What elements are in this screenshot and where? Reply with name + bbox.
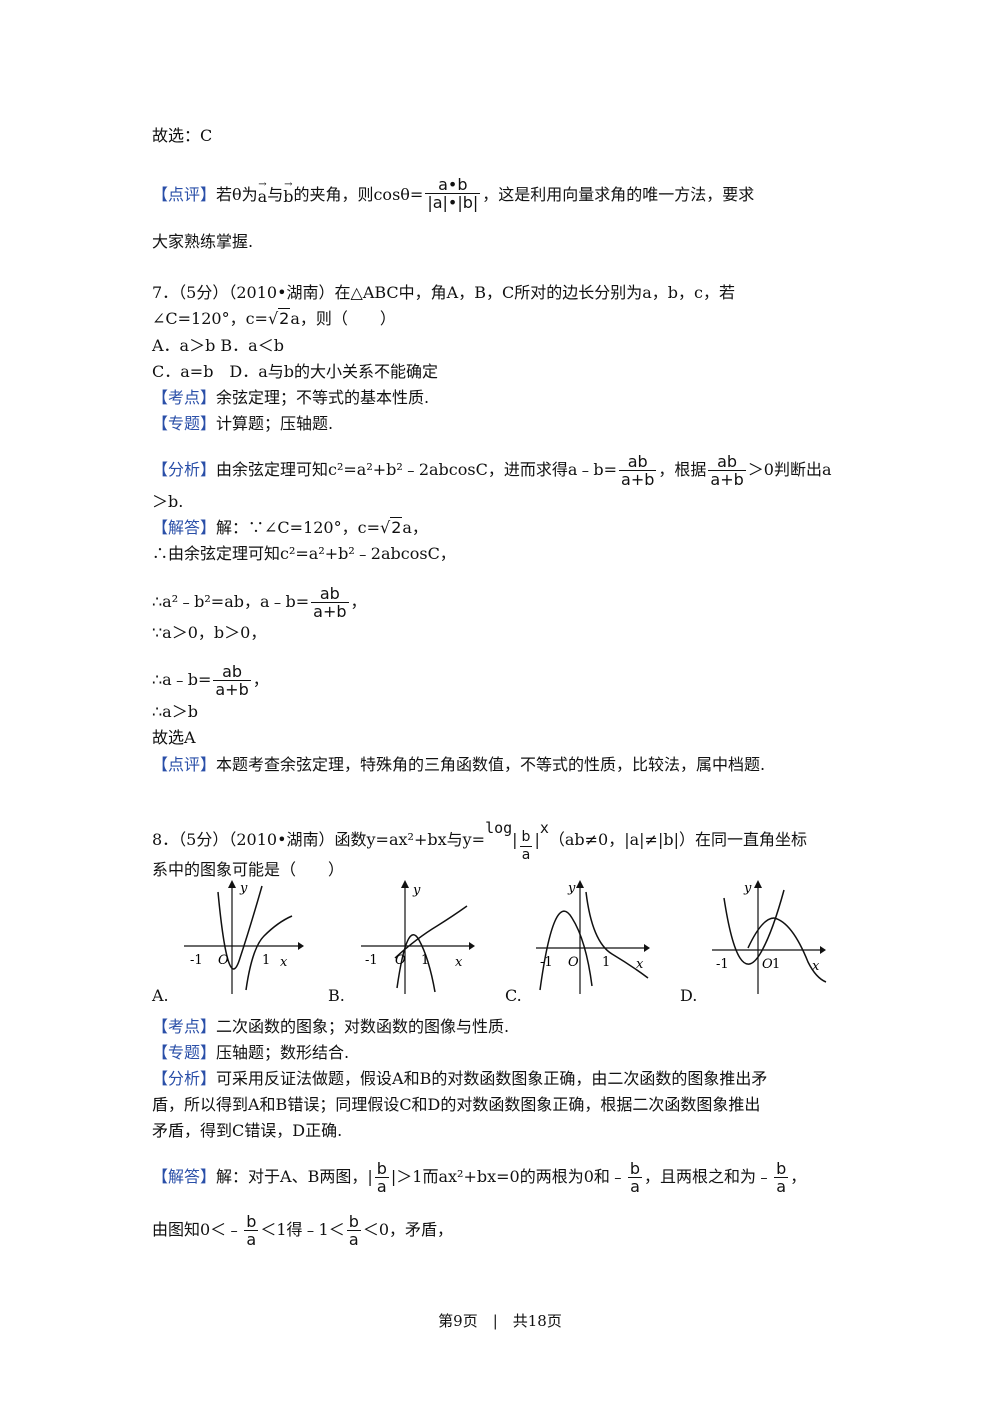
q8-fenxi-1: 【分析】可采用反证法做题，假设A和B的对数函数图象正确，由二次函数的图象推出矛: [152, 1069, 768, 1088]
svg-text:O: O: [762, 957, 773, 972]
q8-stem-2: 系中的图象可能是（ ）: [152, 860, 345, 879]
log-text: log: [485, 819, 513, 837]
svg-text:y: y: [743, 881, 752, 896]
svg-text:O: O: [218, 953, 229, 968]
q8-kaodian: 【考点】二次函数的图象；对数函数的图像与性质.: [152, 1017, 510, 1036]
vector-b: →b: [283, 179, 294, 206]
q7-options-cd: C．a=b D．a与b的大小关系不能确定: [152, 362, 439, 381]
svg-text:1: 1: [772, 957, 780, 972]
svg-text:1: 1: [421, 953, 429, 968]
svg-text:x: x: [455, 955, 463, 970]
comment-line-6b: 大家熟练掌握.: [152, 232, 254, 251]
graph-a: y -1 O 1 x: [184, 880, 304, 994]
q7-stem-1: 7．（5分）（2010•湖南）在△ABC中，角A，B，C所对的边长分别为a，b，…: [152, 283, 735, 302]
svg-text:-1: -1: [540, 955, 553, 970]
q7-jieda-6: ∴a＞b: [152, 702, 198, 721]
q7-stem-2: ∠C=120°，c=√2a，则（ ）: [152, 308, 396, 328]
q8-zhuanti: 【专题】压轴题；数形结合.: [152, 1043, 350, 1062]
q7-jieda-1: 【解答】解：∵∠C=120°，c=√2a，: [152, 517, 428, 537]
svg-text:x: x: [636, 957, 644, 972]
svg-text:y: y: [412, 883, 421, 898]
svg-text:y: y: [239, 881, 248, 896]
option-c-label: C.: [505, 986, 522, 1005]
q7-fenxi-2: ＞b.: [152, 492, 184, 511]
q7-jieda-7: 故选A: [152, 728, 196, 747]
option-a-label: A.: [152, 986, 169, 1005]
svg-text:-1: -1: [365, 953, 378, 968]
svg-text:-1: -1: [716, 957, 729, 972]
svg-text:O: O: [395, 953, 406, 968]
answer-line: 故选：C: [152, 126, 213, 145]
sqrt-symbol: √2: [267, 308, 291, 328]
comment-tag: 【点评】: [152, 185, 217, 204]
svg-text:O: O: [568, 955, 579, 970]
q7-dianping: 【点评】本题考查余弦定理，特殊角的三角函数值，不等式的性质，比较法，属中档题.: [152, 755, 766, 774]
sqrt-symbol: √2: [379, 517, 403, 537]
graph-b: y -1 O 1 x: [361, 880, 475, 994]
svg-text:y: y: [567, 881, 576, 896]
svg-text:-1: -1: [190, 953, 203, 968]
svg-text:1: 1: [262, 953, 270, 968]
q8-fenxi-2: 盾，所以得到A和B错误；同理假设C和D的对数函数图象正确，根据二次函数图象推出: [152, 1095, 761, 1114]
svg-text:x: x: [812, 959, 820, 974]
graph-c: y -1 O 1 x: [536, 880, 650, 994]
option-d-label: D.: [680, 986, 698, 1005]
vector-a: →a: [257, 179, 268, 206]
q7-kaodian: 【考点】余弦定理；不等式的基本性质.: [152, 388, 430, 407]
cos-fraction: a•b|a|•|b|: [425, 175, 481, 212]
q7-options-ab: A．a＞b B．a＜b: [152, 336, 284, 355]
svg-text:x: x: [280, 955, 288, 970]
q7-zhuanti: 【专题】计算题；压轴题.: [152, 414, 334, 433]
graph-d: y -1 O 1 x: [712, 880, 827, 994]
svg-text:1: 1: [602, 955, 610, 970]
q7-jieda-4: ∵a＞0，b＞0，: [152, 623, 267, 642]
comment-line-6: 【点评】若θ为→a与→b的夹角，则cosθ=a•b|a|•|b|，这是利用向量求…: [152, 175, 755, 212]
q8-fenxi-3: 矛盾，得到C错误，D正确.: [152, 1121, 343, 1140]
page-footer: 第9页 | 共18页: [438, 1312, 562, 1330]
q7-jieda-2: ∴由余弦定理可知c²=a²+b²﹣2abcosC，: [152, 544, 456, 563]
option-b-label: B.: [328, 986, 345, 1005]
